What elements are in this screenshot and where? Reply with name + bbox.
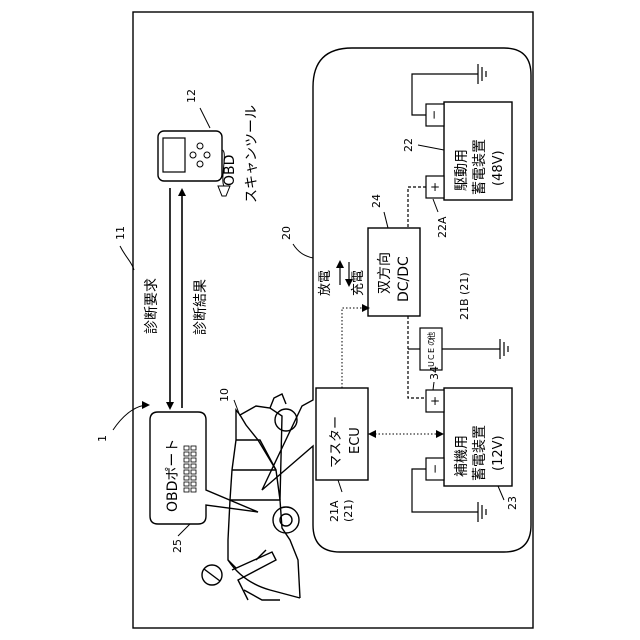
leader-ref-main-battery-pos	[433, 199, 438, 212]
aux-battery-label-1: 補機用	[454, 435, 470, 477]
ref-scan-tool: 12	[185, 89, 198, 103]
ref-obd-port: 25	[171, 539, 184, 553]
other-ecu-char-2: E	[427, 348, 436, 353]
leader-ref-request-area	[120, 246, 134, 270]
aux-battery-label-2: 蓄電装置	[472, 425, 488, 481]
leader-ref-network	[293, 244, 313, 258]
master-ecu-label-2: ECU	[348, 427, 363, 454]
main-battery-label-2: 蓄電装置	[472, 139, 488, 195]
main-battery-label-1: 駆動用	[454, 149, 470, 191]
aux-battery-minus-sign: −	[428, 464, 442, 474]
ref-vehicle: 10	[218, 388, 231, 402]
ref-master-ecu-b: (21)	[342, 499, 355, 522]
obd-port-label: OBDポート	[165, 439, 181, 512]
control-master-to-aux-head-left	[368, 430, 376, 438]
discharge-label: 放電	[318, 270, 333, 296]
master-ecu-label-1: マスター	[329, 416, 344, 468]
leader-ref-aux-battery-pos	[433, 382, 434, 390]
diag-result-label: 診断結果	[193, 279, 209, 335]
ref-aux-battery: 23	[506, 496, 519, 510]
ref-dcdc: 24	[370, 194, 383, 208]
main-battery-plus-sign: +	[430, 180, 440, 194]
other-ecu-char-3: C	[427, 354, 436, 360]
main-battery-minus-sign: −	[427, 110, 441, 120]
dcdc-label-2: DC/DC	[396, 256, 412, 302]
scan-tool-label-2: スキャンツール	[244, 105, 260, 203]
leader-ref-aux-battery	[498, 486, 504, 500]
leader-ref-system	[113, 405, 148, 430]
leader-ref-master-ecu	[338, 480, 342, 492]
scan-tool-label-1: OBD	[222, 155, 238, 186]
other-ecu-char-1: の	[427, 338, 436, 346]
leader-ref-scan-tool	[200, 108, 210, 128]
leader-ref-vehicle	[234, 400, 240, 416]
ref-other-ecu: 21B (21)	[458, 272, 471, 320]
ref-aux-battery-pos: 34	[428, 366, 441, 380]
control-master-to-dcdc	[342, 308, 368, 388]
leader-ref-obd-port	[178, 524, 190, 536]
aux-battery-plus-sign: +	[430, 394, 440, 408]
ref-request-area: 11	[114, 226, 127, 240]
ref-main-battery-pos: 22A	[436, 216, 449, 238]
dcdc-converter	[368, 228, 420, 316]
leader-ref-main-battery	[418, 145, 444, 150]
control-master-to-aux-head-right	[436, 430, 444, 438]
main-battery-label-3: (48V)	[491, 150, 506, 186]
dcdc-label-1: 双方向	[377, 252, 393, 294]
leader-ref-dcdc	[384, 212, 388, 228]
other-ecu-ground	[442, 339, 508, 359]
ref-main-battery: 22	[402, 138, 415, 152]
ref-master-ecu-a: 21A	[328, 500, 341, 522]
obd-scan-tool	[158, 131, 230, 196]
charge-label: 充電	[350, 270, 366, 296]
diag-request-label: 診断要求	[144, 278, 160, 334]
wire-main-to-dcdc	[408, 187, 426, 228]
ref-system: 1	[96, 435, 109, 442]
ref-network: 20	[280, 226, 293, 240]
aux-battery-label-3: (12V)	[491, 435, 506, 471]
